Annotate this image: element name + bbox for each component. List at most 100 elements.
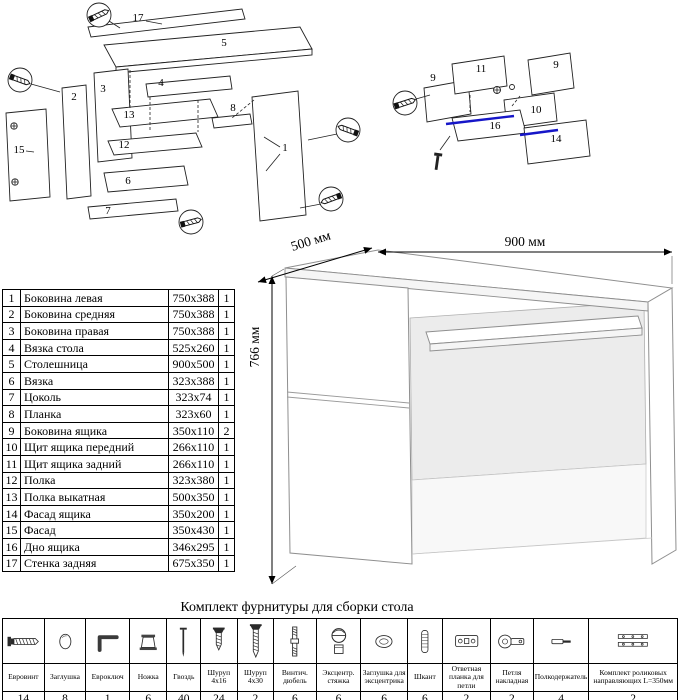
part-qty: 1 (218, 488, 235, 506)
hw-item-qty: 14 (2, 690, 45, 700)
part-qty: 1 (218, 338, 235, 357)
hw-item-name: Петля накладная (490, 663, 534, 692)
part-number-callout: 5 (221, 37, 227, 49)
part-size: 350x110 (168, 421, 219, 440)
hw-item-qty: 6 (273, 690, 317, 700)
part-size: 266x110 (168, 454, 219, 473)
hw-item-name: Заглушка для эксцентрика (360, 663, 409, 692)
euro-screw-icon (2, 618, 45, 664)
hw-item-qty: 2 (441, 690, 492, 700)
hw-item-qty: 6 (315, 690, 362, 700)
part-qty: 1 (218, 405, 235, 423)
part-number: 14 (2, 504, 21, 523)
part-number: 12 (2, 471, 21, 490)
part-number-callout: 2 (71, 91, 77, 103)
part-number: 9 (2, 421, 21, 440)
part-qty: 1 (218, 438, 235, 456)
hw-item-name: Шуруп 4x30 (236, 663, 275, 692)
part-qty: 1 (218, 322, 235, 340)
hw-item-qty: 24 (200, 690, 238, 700)
part-number-callout: 15 (14, 144, 26, 156)
leg-icon (128, 618, 168, 664)
exploded-desk-diagram (5, 2, 361, 235)
part-name: Вязка стола (20, 338, 169, 357)
part-name: Планка (20, 405, 169, 423)
part-number: 16 (2, 537, 21, 556)
part-qty: 1 (218, 305, 235, 324)
part-size: 675x350 (168, 554, 219, 573)
roller-guide-highlight (445, 114, 559, 137)
hw-item-qty: 40 (166, 690, 202, 700)
hw-item-name: Ответная планка для петли (441, 663, 492, 692)
width-dimension-label: 900 мм (505, 234, 546, 249)
hex-key-icon (85, 618, 130, 664)
part-number-callout: 8 (230, 102, 236, 114)
screw-icon (200, 618, 238, 664)
exploded-drawer-diagram (392, 52, 591, 171)
part-size: 323x74 (168, 388, 219, 407)
part-size: 323x388 (168, 371, 219, 390)
part-number-callout: 3 (100, 83, 106, 95)
part-number: 8 (2, 405, 21, 423)
part-number: 1 (2, 289, 21, 307)
hw-icon-row (2, 618, 678, 664)
hardware-kit-title: Комплект фурнитуры для сборки стола (180, 600, 414, 615)
part-number: 7 (2, 388, 21, 407)
part-qty: 2 (218, 421, 235, 440)
part-number: 11 (2, 454, 21, 473)
part-name: Полка выкатная (20, 488, 169, 506)
part-number: 2 (2, 305, 21, 324)
depth-dimension-label: 500 мм (289, 232, 333, 254)
part-number-callout: 4 (158, 77, 164, 89)
part-name: Боковина ящика (20, 421, 169, 440)
part-name: Фасад ящика (20, 504, 169, 523)
hw-item-name: Шуруп 4x16 (200, 663, 238, 692)
part-name: Цоколь (20, 388, 169, 407)
part-number: 5 (2, 355, 21, 373)
hw-item-name: Гвоздь (166, 663, 202, 692)
hw-item-qty: 2 (236, 690, 275, 700)
part-qty: 1 (218, 554, 235, 573)
height-dimension-label: 766 мм (247, 326, 262, 367)
part-number-callout: 12 (119, 139, 130, 151)
part-number-callout: 9 (430, 72, 436, 84)
part-size: 346x295 (168, 537, 219, 556)
part-name: Боковина левая (20, 289, 169, 307)
hw-item-qty: 2 (490, 690, 534, 700)
part-number: 13 (2, 488, 21, 506)
assembled-desk (284, 249, 677, 565)
part-name: Фасад (20, 521, 169, 539)
nail-icon (166, 618, 202, 664)
plug-cap-icon (43, 618, 87, 664)
part-size: 750x388 (168, 305, 219, 324)
part-number-callout: 13 (124, 109, 136, 121)
shelf-support-icon (532, 618, 590, 664)
part-number-callout: 9 (553, 59, 559, 71)
screw-long-icon (236, 618, 275, 664)
part-number: 10 (2, 438, 21, 456)
hw-item-name: Ножка (128, 663, 168, 692)
part-name: Боковина правая (20, 322, 169, 340)
part-number-callout: 7 (105, 205, 111, 217)
hw-item-name: Евроключ (85, 663, 130, 692)
part-qty: 1 (218, 454, 235, 473)
hw-item-name: Заглушка (43, 663, 87, 692)
part-qty: 1 (218, 355, 235, 373)
dowel-stud-icon (273, 618, 317, 664)
hw-item-name: Винтич. дюбель (273, 663, 317, 692)
eccentric-cam-icon (315, 618, 362, 664)
